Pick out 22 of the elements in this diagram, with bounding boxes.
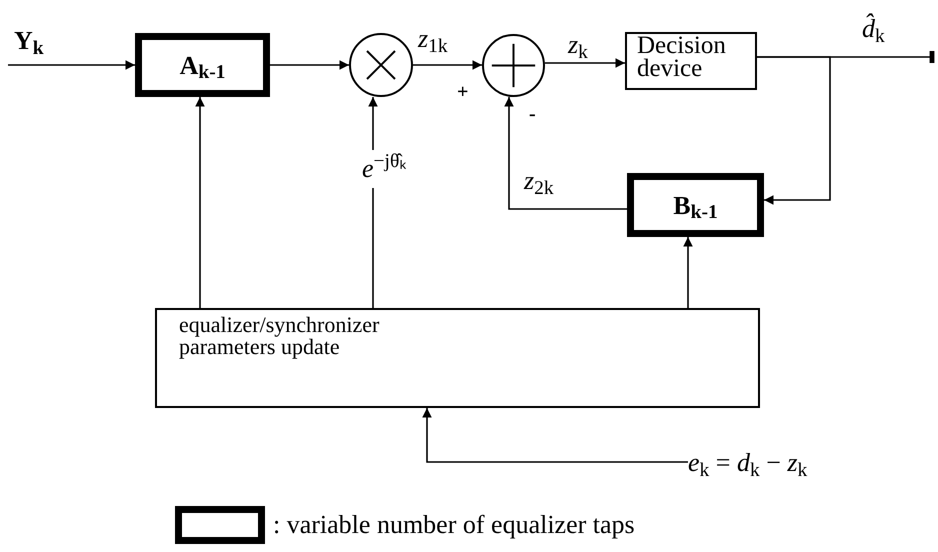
edge-label: Y$_{k}$ (14, 28, 44, 54)
edge-label: z$_{k}$ (568, 32, 588, 58)
arrow (413, 60, 482, 70)
arrow (683, 237, 693, 308)
arrow (422, 408, 688, 463)
legend-text: : variable number of equalizer taps (273, 512, 635, 538)
edge-label: e$^{−jθ̂ₖ}$ (362, 150, 406, 188)
edge-label: z$_{2k}$ (524, 168, 554, 194)
filter-block: B$_{k-1}$ (627, 173, 764, 237)
arrow (195, 97, 205, 308)
process-box: equalizer/synchronizer parameters update (155, 308, 760, 408)
sign-label: + (457, 82, 468, 102)
sign-label: - (529, 104, 536, 124)
arrow (504, 97, 627, 210)
process-box: Decision device (625, 32, 757, 90)
arrow (270, 60, 349, 70)
filter-block: A$_{k-1}$ (135, 33, 270, 97)
arrow (757, 56, 831, 205)
error-equation: e$_{k}$ = d$_{k}$ − z$_{k}$ (688, 446, 928, 480)
arrow (545, 58, 625, 68)
edge-label: z$_{1k}$ (418, 26, 448, 52)
arrow (8, 60, 135, 70)
